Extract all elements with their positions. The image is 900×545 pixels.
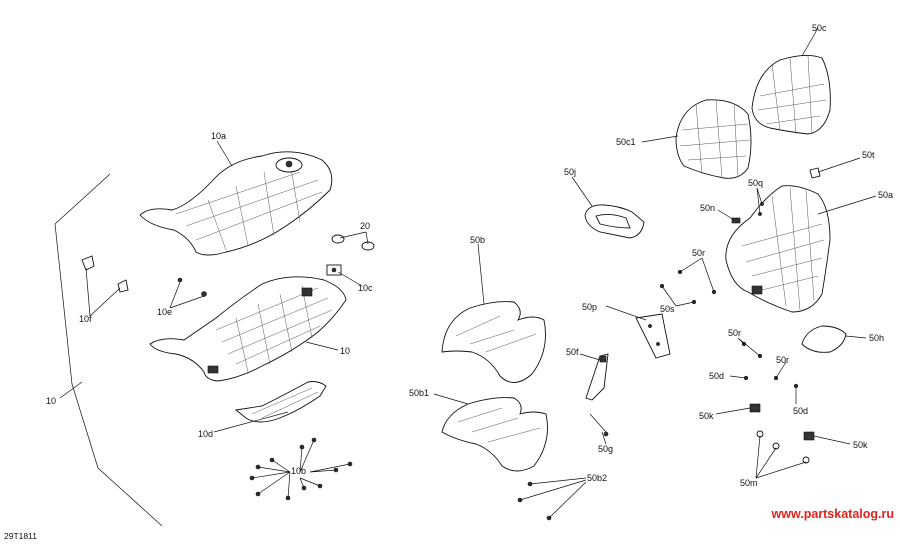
screws-50s[interactable]	[659, 269, 717, 305]
label-10e: 10e	[157, 307, 172, 317]
label-50f: 50f	[566, 347, 579, 357]
label-50c: 50c	[812, 23, 827, 33]
label-20: 20	[360, 221, 370, 231]
backrest-frame-50a[interactable]	[725, 185, 831, 313]
label-50c1: 50c1	[616, 137, 636, 147]
label-10-outer: 10	[46, 396, 56, 406]
label-50m: 50m	[740, 478, 758, 488]
label-50b2: 50b2	[587, 473, 607, 483]
label-50r-3: 50r	[776, 355, 789, 365]
label-50b1: 50b1	[409, 388, 429, 398]
label-50b: 50b	[470, 235, 485, 245]
label-50a: 50a	[878, 190, 893, 200]
heat-shield-10d[interactable]	[234, 381, 327, 423]
screws-50b2[interactable]	[517, 481, 552, 521]
label-50k-1: 50k	[699, 411, 714, 421]
label-50r-2: 50r	[728, 328, 741, 338]
passenger-seat-lower-50b1[interactable]	[441, 397, 548, 472]
label-50d-2: 50d	[793, 406, 808, 416]
callout-labels: 10a 20 10c 10 10e 10f 10 10d 10b 50b 50b…	[46, 23, 893, 488]
watermark-url[interactable]: www.partskatalog.ru	[771, 507, 894, 521]
label-10: 10	[340, 346, 350, 356]
backrest-pad-50c[interactable]	[751, 55, 831, 135]
hardware-50d[interactable]	[741, 341, 799, 389]
label-50r-1: 50r	[692, 248, 705, 258]
panel-50p[interactable]	[635, 313, 671, 359]
label-50p: 50p	[582, 302, 597, 312]
seat-base-10[interactable]	[149, 276, 347, 382]
diagram-code: 29T1811	[4, 531, 37, 541]
armrest-pad-50h[interactable]	[801, 325, 847, 353]
label-10a: 10a	[211, 131, 226, 141]
label-50s: 50s	[660, 304, 675, 314]
backrest-pad-50c1[interactable]	[675, 99, 752, 179]
label-50q: 50q	[748, 178, 763, 188]
label-50h: 50h	[869, 333, 884, 343]
passenger-seat-50b[interactable]	[441, 301, 546, 383]
bolt-50g[interactable]	[589, 413, 609, 437]
label-10b: 10b	[291, 466, 306, 476]
label-50k-2: 50k	[853, 440, 868, 450]
handle-50j[interactable]	[584, 204, 645, 239]
label-50t: 50t	[862, 150, 875, 160]
clip-10f[interactable]	[81, 255, 129, 293]
label-10f: 10f	[79, 314, 92, 324]
bracket-50f[interactable]	[585, 353, 609, 401]
label-50g: 50g	[598, 444, 613, 454]
latch-10c[interactable]	[326, 264, 342, 276]
fastener-10e[interactable]	[177, 277, 207, 297]
label-50j: 50j	[564, 167, 576, 177]
bushing-50t[interactable]	[809, 167, 821, 179]
fasteners-50m[interactable]	[756, 430, 810, 464]
seat-cushion-10a[interactable]	[139, 151, 333, 256]
label-10c: 10c	[358, 283, 373, 293]
label-10d: 10d	[198, 429, 213, 439]
clip-50n[interactable]	[731, 202, 764, 224]
label-50d-1: 50d	[709, 371, 724, 381]
label-50n: 50n	[700, 203, 715, 213]
leader-lines	[59, 27, 877, 519]
